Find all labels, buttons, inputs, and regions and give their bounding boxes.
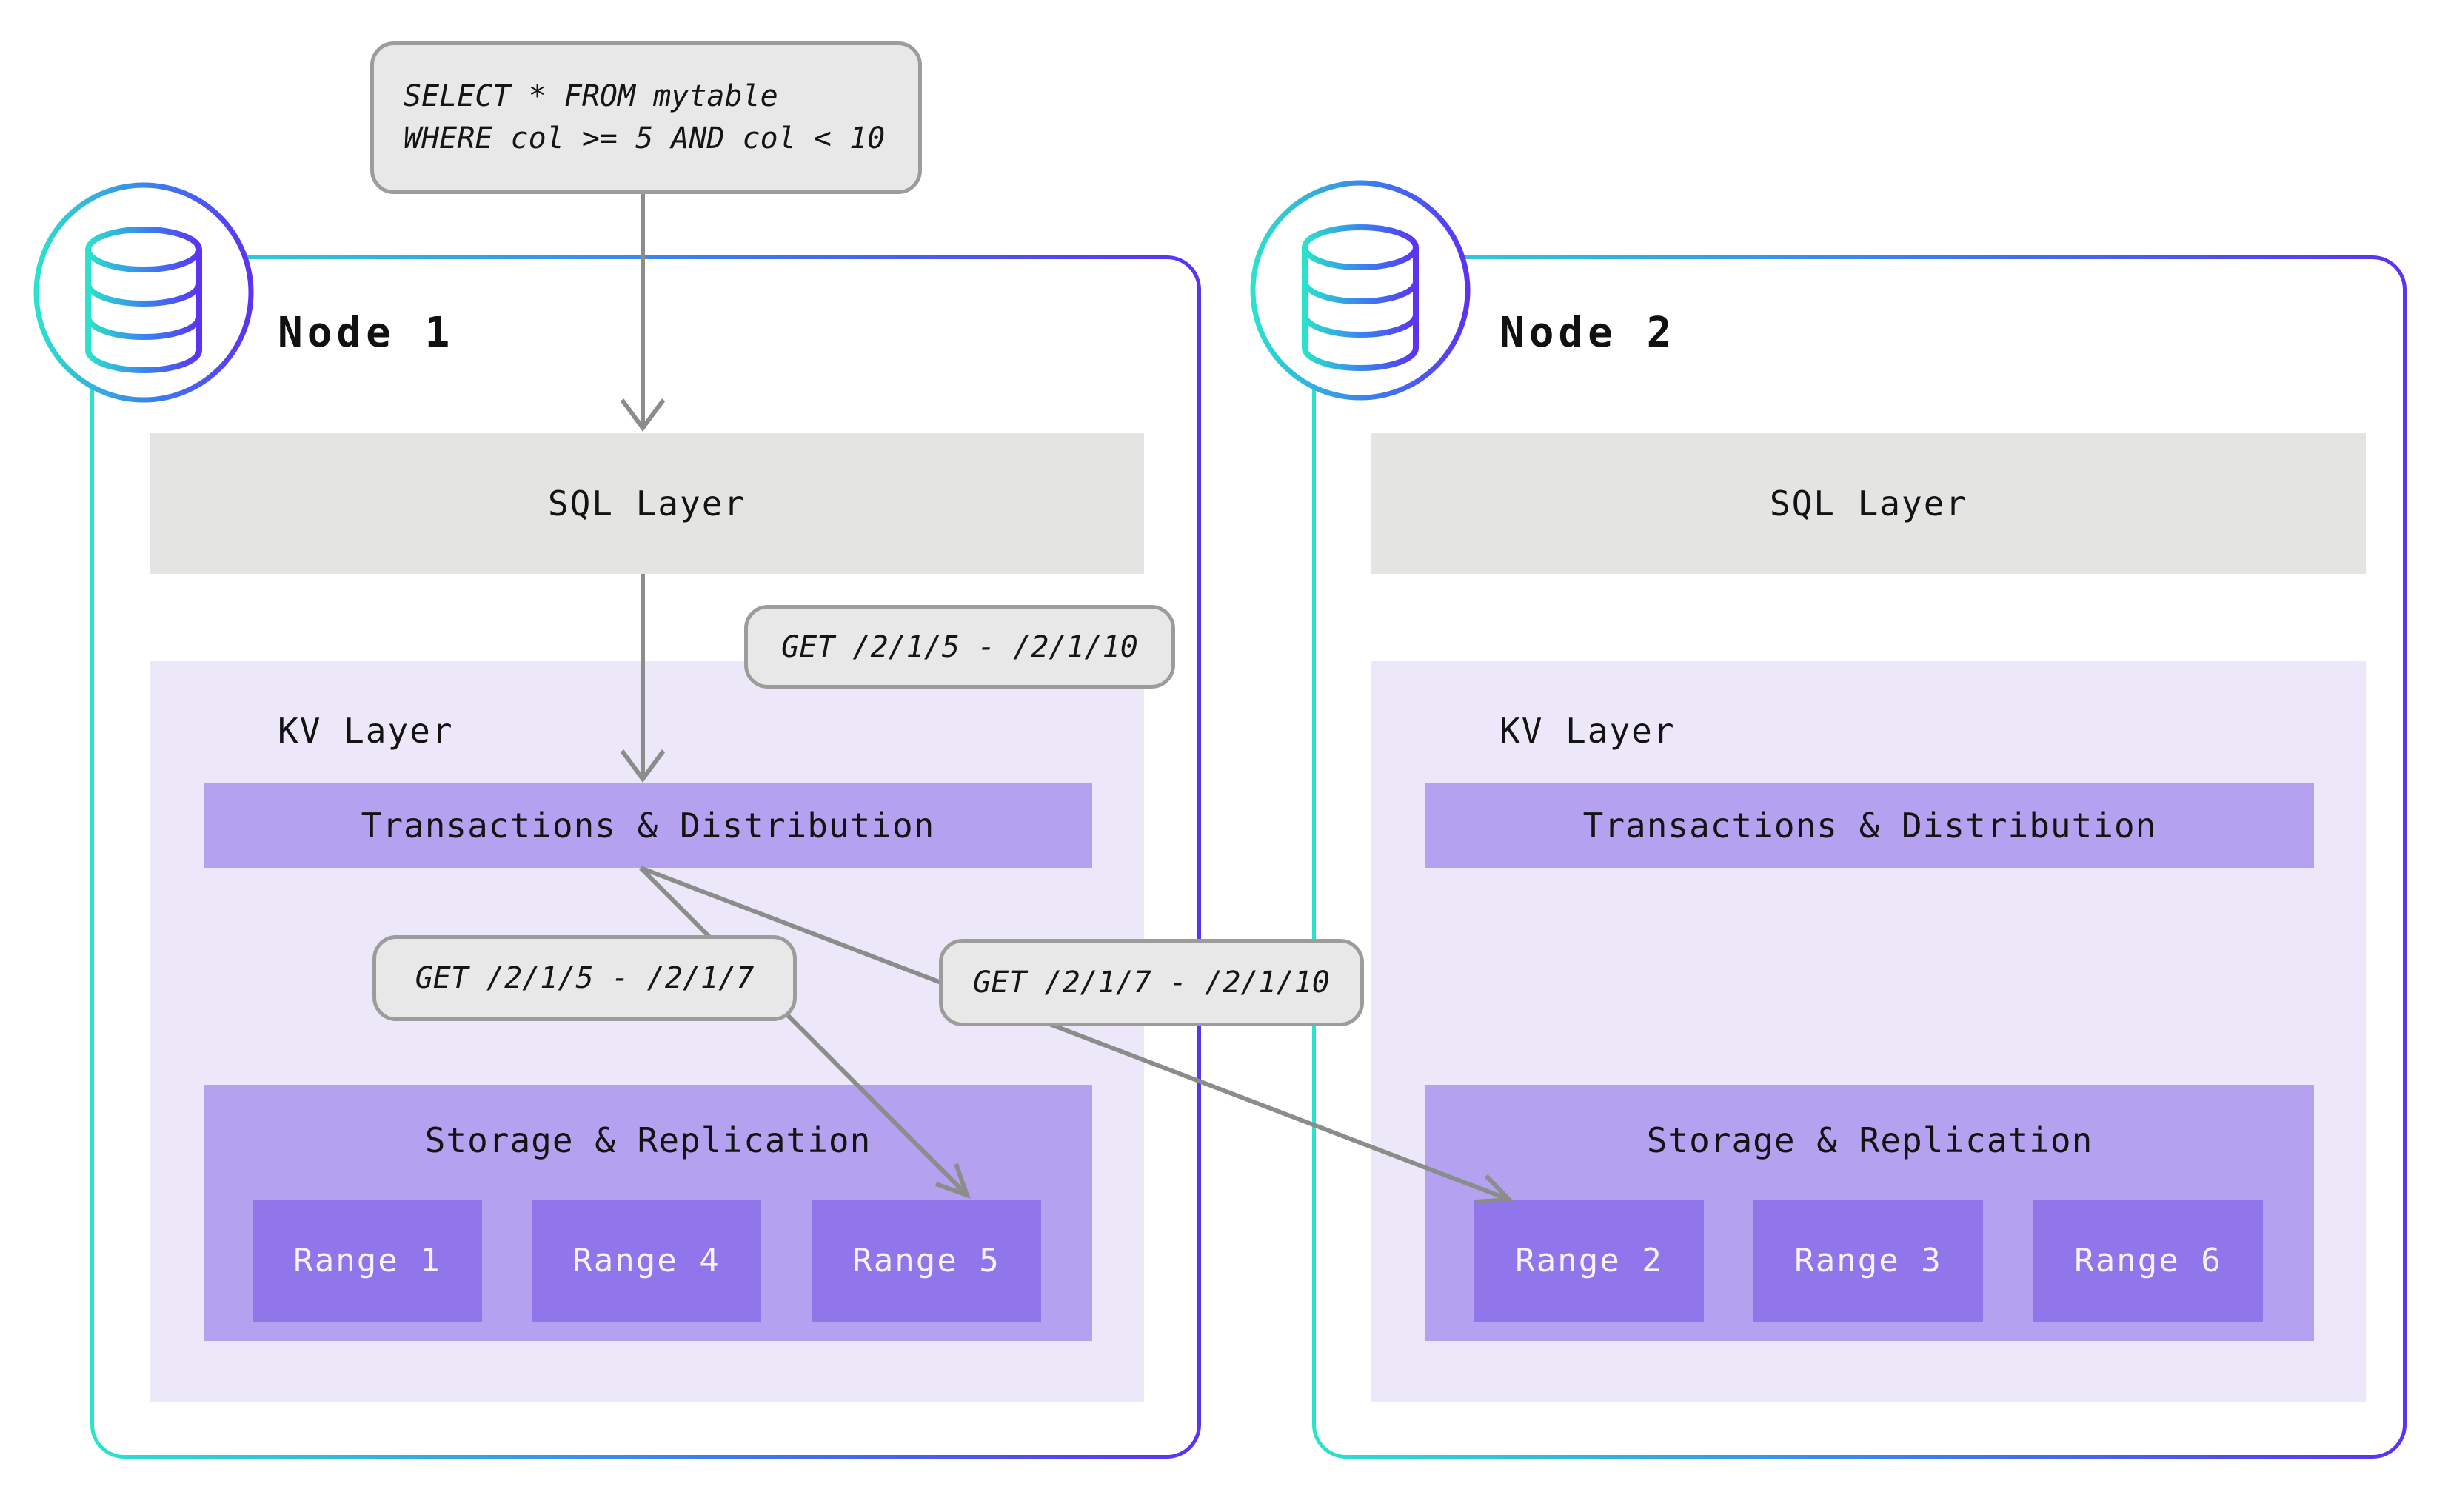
node-2-sql-layer-box: SQL Layer xyxy=(1371,433,2366,574)
sql-query-text: SELECT * FROM mytable WHERE col >= 5 AND… xyxy=(404,79,886,155)
range-box: Range 6 xyxy=(2033,1200,2263,1322)
range-box: Range 2 xyxy=(1474,1200,1704,1322)
node-2-transactions-distribution-box: Transactions & Distribution xyxy=(1425,783,2314,868)
node-1-kv-layer-label: KV Layer xyxy=(278,711,454,751)
node-1-container: Node 1 SQL Layer KV Layer Transactions &… xyxy=(90,255,1201,1459)
node-1-storage-replication-box: Storage & Replication Range 1 Range 4 Ra… xyxy=(204,1085,1092,1341)
get-range-right-pill: GET /2/1/7 - /2/1/10 xyxy=(939,939,1364,1026)
node-2-kv-layer-label: KV Layer xyxy=(1499,711,1676,751)
database-icon xyxy=(1250,180,1471,401)
range-box: Range 5 xyxy=(812,1200,1041,1322)
database-icon xyxy=(33,182,254,403)
node-1-sql-layer-box: SQL Layer xyxy=(150,433,1144,574)
sql-query-bubble: SELECT * FROM mytable WHERE col >= 5 AND… xyxy=(370,41,922,194)
node-1-title: Node 1 xyxy=(278,309,455,357)
range-box: Range 4 xyxy=(532,1200,761,1322)
range-box: Range 3 xyxy=(1753,1200,1983,1322)
node-2-storage-replication-box: Storage & Replication Range 2 Range 3 Ra… xyxy=(1425,1085,2314,1341)
get-range-left-pill: GET /2/1/5 - /2/1/7 xyxy=(372,935,797,1021)
get-range-full-pill: GET /2/1/5 - /2/1/10 xyxy=(744,605,1175,689)
node-2-storage-replication-label: Storage & Replication xyxy=(1646,1120,2093,1160)
node-1-transactions-distribution-box: Transactions & Distribution xyxy=(204,783,1092,868)
range-box: Range 1 xyxy=(253,1200,482,1322)
node-2-title: Node 2 xyxy=(1499,309,1676,357)
node-2-container: Node 2 SQL Layer KV Layer Transactions &… xyxy=(1312,255,2407,1459)
node-1-storage-replication-label: Storage & Replication xyxy=(424,1120,872,1160)
